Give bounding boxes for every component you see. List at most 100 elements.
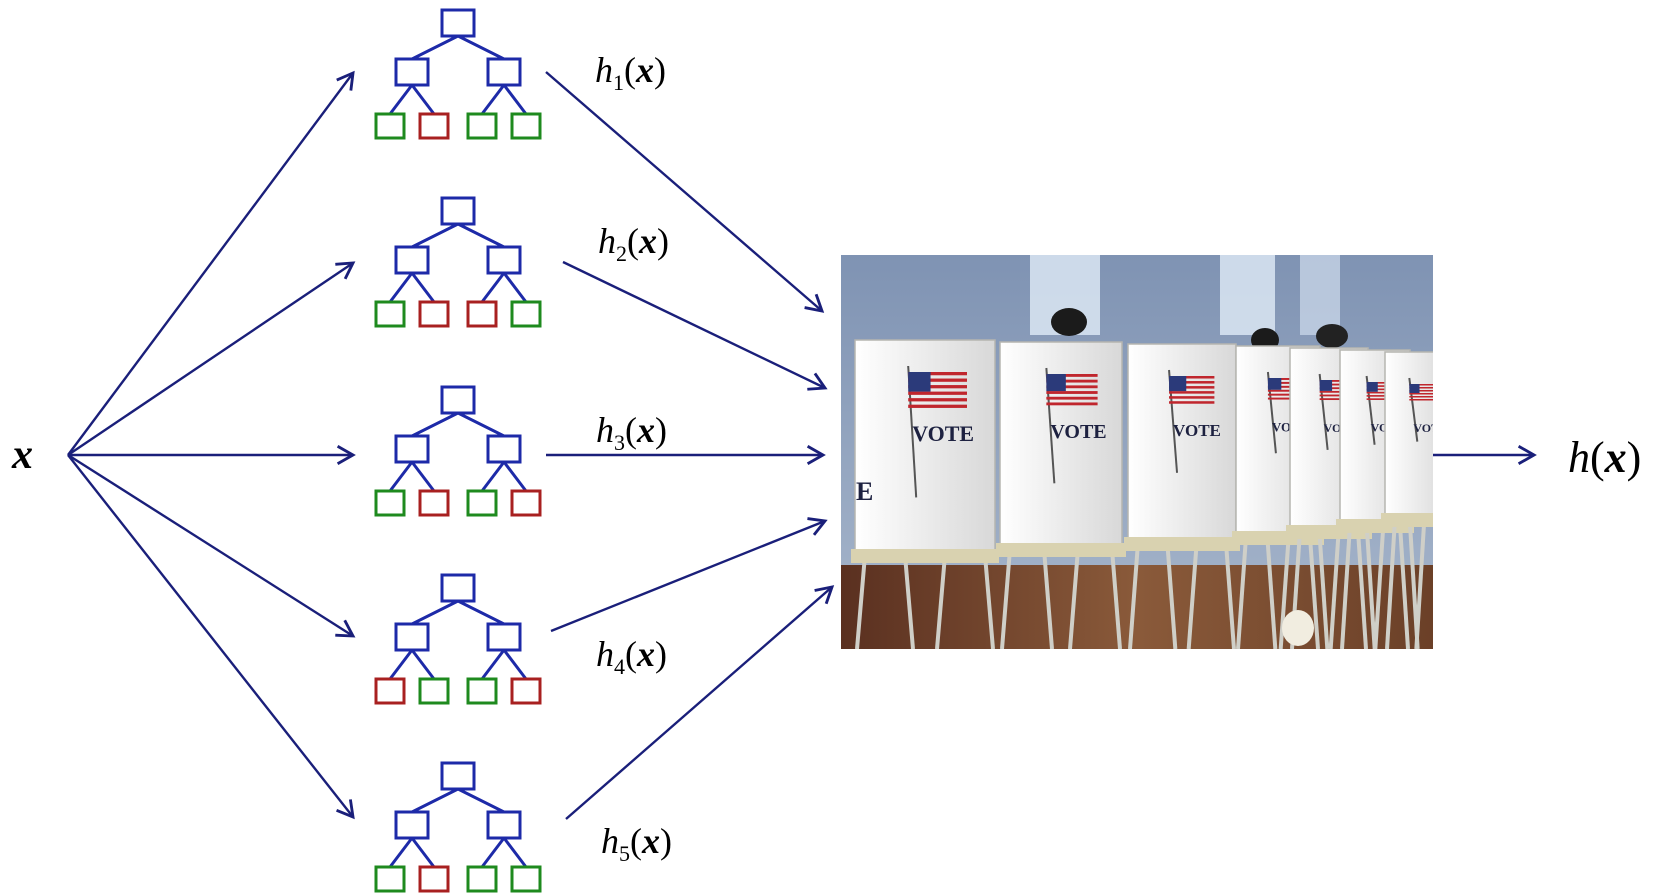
arrow-input-to-tree-4 bbox=[67, 453, 356, 638]
tree-leaf-red bbox=[374, 677, 406, 705]
tree-leaf-green bbox=[418, 677, 450, 705]
flag-canton bbox=[1169, 376, 1187, 392]
decision-tree-5 bbox=[374, 761, 542, 893]
arrow-input-to-tree-2 bbox=[67, 261, 356, 456]
tree-label-3: h3(x) bbox=[596, 410, 667, 455]
tree-edge bbox=[410, 272, 436, 303]
booth-vote-text: VOTE bbox=[912, 421, 974, 446]
flag-stripe bbox=[1319, 383, 1353, 386]
flag-stripe bbox=[1267, 393, 1304, 396]
tree-root-node bbox=[440, 8, 476, 38]
flag-stripe bbox=[908, 385, 967, 389]
flag-stripe bbox=[1169, 376, 1215, 379]
flag-stripe bbox=[1169, 386, 1215, 389]
flag-stripe bbox=[1366, 385, 1396, 387]
tree-edge bbox=[457, 411, 505, 438]
balloon bbox=[1282, 610, 1314, 646]
input-x-label: x bbox=[11, 432, 33, 478]
tree-edge bbox=[388, 649, 414, 680]
tree-leaf-green bbox=[466, 112, 498, 140]
tree-edge bbox=[388, 84, 414, 115]
booth-leg bbox=[1364, 524, 1377, 649]
flag-stripe bbox=[1169, 401, 1215, 404]
booth-leg bbox=[855, 554, 867, 649]
booth-base bbox=[996, 543, 1126, 557]
tree-edge bbox=[480, 461, 506, 492]
tree-leaf-red bbox=[418, 865, 450, 893]
voting-booth: VOTE bbox=[996, 341, 1126, 649]
booth-leg bbox=[1340, 524, 1352, 649]
voting-booths-photo: VOTEVOTEVOTEVOTEVOTEVOTEVOTEE bbox=[841, 255, 1447, 649]
tree-edge bbox=[502, 84, 528, 115]
flag-stripe bbox=[1046, 396, 1098, 400]
flag-stripe bbox=[1319, 398, 1353, 401]
booth-leg bbox=[1356, 530, 1368, 649]
voting-booth: VOTE bbox=[851, 339, 999, 649]
tree-leaf-green bbox=[510, 112, 542, 140]
tree-leaf-green bbox=[374, 300, 406, 328]
arrow-tree-2-to-vote bbox=[562, 260, 828, 391]
tree-edge bbox=[410, 461, 436, 492]
booth-leg bbox=[1278, 536, 1291, 649]
arrow-input-to-tree-1 bbox=[67, 70, 355, 456]
booth-leg bbox=[1128, 542, 1140, 649]
flag-stripe bbox=[1409, 390, 1433, 392]
arrow-tree-5-to-vote bbox=[565, 585, 835, 820]
booth-base bbox=[851, 549, 999, 563]
booth-leg bbox=[1414, 518, 1427, 649]
tree-leaf-red bbox=[466, 300, 498, 328]
tree-edge bbox=[411, 34, 459, 61]
flag-stripe bbox=[1046, 391, 1098, 394]
tree-label-1: h1(x) bbox=[595, 50, 666, 95]
flag-stripe bbox=[1169, 381, 1215, 384]
output-h-label: h(x) bbox=[1568, 433, 1641, 482]
booth-panel bbox=[999, 341, 1123, 550]
flag-canton bbox=[1046, 374, 1066, 392]
booth-leg bbox=[935, 554, 947, 649]
tree-edge bbox=[410, 837, 436, 868]
flag-stripe bbox=[1046, 402, 1098, 406]
booth-leg bbox=[1385, 518, 1397, 649]
tree-edge bbox=[411, 787, 459, 814]
flag-stripe bbox=[1169, 391, 1215, 394]
flag-canton bbox=[1267, 378, 1282, 390]
booth-leg bbox=[1398, 524, 1410, 649]
tree-edge bbox=[457, 787, 505, 814]
flag-stripe bbox=[1366, 391, 1396, 394]
booth-leg bbox=[1068, 548, 1080, 649]
tree-edge bbox=[480, 84, 506, 115]
tree-root-node bbox=[440, 196, 476, 226]
booth-vote-text: VOTE bbox=[1413, 421, 1447, 435]
tree-internal-node bbox=[394, 810, 430, 840]
booth-leg bbox=[1317, 530, 1330, 649]
tree-edge bbox=[502, 272, 528, 303]
booth-leg bbox=[1110, 548, 1122, 649]
booth-vote-text: VOTE bbox=[1173, 421, 1221, 440]
tree-leaf-red bbox=[418, 489, 450, 517]
booth-leg bbox=[1373, 524, 1386, 649]
tree-edge bbox=[502, 461, 528, 492]
tree-leaf-red bbox=[418, 300, 450, 328]
booth-leg bbox=[1186, 542, 1199, 649]
flag-stripe bbox=[1366, 398, 1396, 400]
decision-tree-2 bbox=[374, 196, 542, 328]
tree-root-node bbox=[440, 385, 476, 415]
tree-leaf-green bbox=[466, 677, 498, 705]
tree-internal-node bbox=[394, 57, 430, 87]
tree-edge bbox=[457, 599, 505, 626]
flag-stripe bbox=[1319, 380, 1353, 382]
flag-stripe bbox=[1267, 381, 1304, 384]
flag-stripe bbox=[1169, 396, 1215, 399]
flag-stripe bbox=[1046, 385, 1098, 389]
tree-leaf-red bbox=[510, 489, 542, 517]
tree-leaf-green bbox=[374, 865, 406, 893]
flag-canton bbox=[908, 372, 931, 392]
booth-leg bbox=[1265, 536, 1278, 649]
flag-canton bbox=[1366, 382, 1378, 392]
tree-internal-node bbox=[486, 434, 522, 464]
flag-stripe bbox=[908, 391, 967, 395]
tree-edge bbox=[388, 461, 414, 492]
flag-stripe bbox=[1267, 397, 1304, 400]
tree-label-5: h5(x) bbox=[601, 821, 672, 866]
flag-stripe bbox=[1409, 387, 1433, 389]
